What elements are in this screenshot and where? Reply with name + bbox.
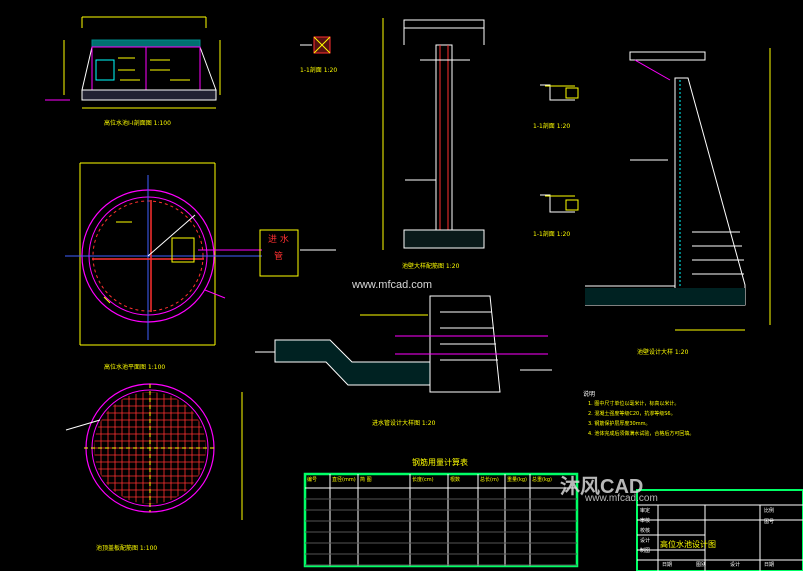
title-block-right-label: 比例: [764, 508, 775, 514]
title-block-drawing-name: 高位水池设计图: [660, 540, 716, 549]
watermark-url-mid: www.mfcad.com: [352, 279, 433, 291]
detail-1-drawing: [300, 36, 331, 54]
note-3: 3. 钢筋保护层厚度30mm。: [588, 421, 651, 427]
rebar-table-header-cell: 根数: [450, 477, 461, 483]
detail-3-drawing: [540, 194, 579, 213]
rebar-table-header-cell: 编号: [307, 477, 318, 483]
watermark-url-corner: www.mfcad.com: [585, 493, 658, 504]
label-inlet-box-1: 进 水: [268, 235, 289, 245]
watermark-brand: 沐风CAD: [560, 476, 644, 498]
rebar-table-header-cell: 总重(kg): [532, 477, 552, 483]
elevation-section-drawing: [45, 16, 221, 109]
label-inlet-detail: 进水管设计大样图 1:20: [372, 420, 436, 427]
plan-view-drawing: [65, 162, 336, 346]
label-detail-1: 1-1剖面 1:20: [300, 67, 338, 74]
label-wall-detail: 池壁大样配筋图 1:20: [402, 263, 460, 270]
rebar-table-header-cell: 总长(m): [480, 477, 499, 483]
rebar-table-header-cell: 长度(cm): [412, 477, 434, 483]
title-block-bottom-label: 图别: [696, 562, 707, 568]
title-block-bottom-label: 日期: [764, 562, 775, 568]
title-block-row-label: 审核: [640, 518, 651, 524]
label-cover-plan: 池顶盖板配筋图 1:100: [96, 545, 158, 552]
label-inlet-box-2: 管: [274, 252, 284, 262]
rebar-table-header-cell: 直径(mm): [332, 477, 356, 483]
title-block-drawing: [636, 489, 803, 571]
label-elevation-section: 高位水池Ⅰ-Ⅰ剖面图 1:100: [104, 120, 171, 127]
notes-title: 说明: [583, 391, 596, 398]
label-detail-2: 1-1剖面 1:20: [533, 123, 571, 130]
label-plan-view: 高位水池平面图 1:100: [104, 364, 166, 371]
title-block-right-label: 图号: [764, 519, 775, 525]
title-block-bottom-label: 设计: [730, 562, 741, 568]
wall-section-drawing: [585, 48, 771, 331]
wall-detail-drawing: [382, 18, 485, 250]
title-block-row-label: 校核: [640, 528, 651, 534]
title-block-row-label: 设计: [640, 538, 651, 544]
label-detail-3: 1-1剖面 1:20: [533, 231, 571, 238]
label-wall-section: 池壁设计大样 1:20: [637, 349, 689, 356]
rebar-table-header-cell: 重量(kg): [507, 477, 527, 483]
rebar-table-header-cell: 简 图: [360, 477, 372, 483]
title-block-row-label: 审定: [640, 508, 651, 514]
note-4: 4. 池体完成后须做满水试验，合格后方可回填。: [588, 431, 695, 437]
inlet-detail-drawing: [255, 295, 552, 393]
detail-2-drawing: [540, 84, 579, 101]
title-block-bottom-label: 日期: [662, 562, 673, 568]
note-2: 2. 混凝土强度等级C20，抗渗等级S6。: [588, 411, 676, 417]
rebar-table-title: 钢筋用量计算表: [412, 458, 468, 467]
note-1: 1. 图中尺寸单位以毫米计，标高以米计。: [588, 401, 680, 407]
rebar-table-drawing: [303, 472, 579, 568]
title-block-row-label: 制图: [640, 548, 651, 554]
